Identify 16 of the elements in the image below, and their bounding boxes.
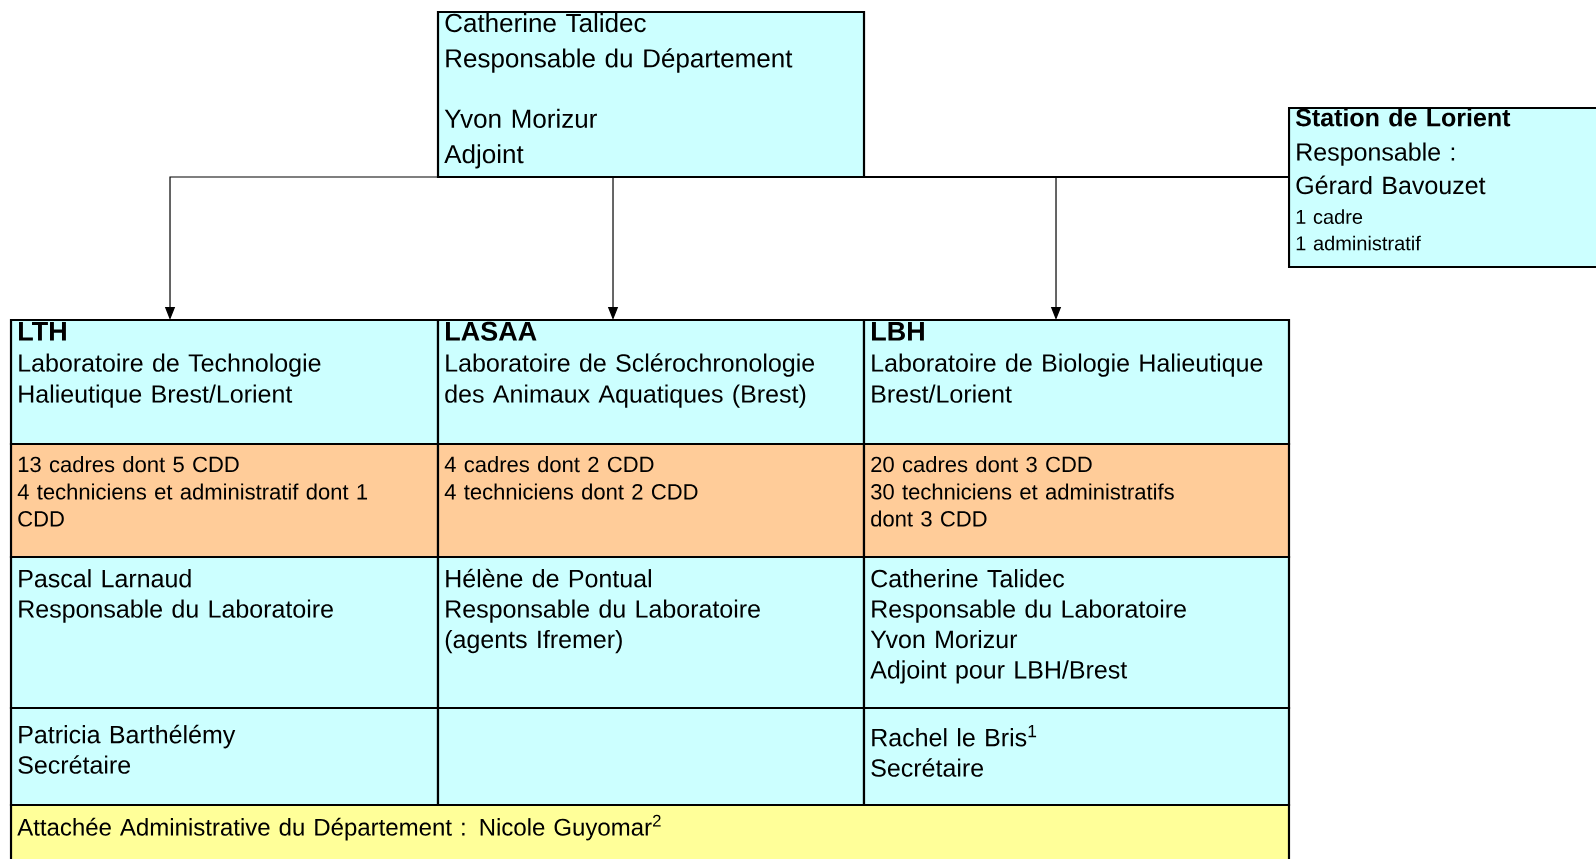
table-cell: Hélène de Pontual Responsable du Laboratoire (agents Ifremer) (436, 555, 866, 710)
table-cell: 20 cadres dont 3 CDD 30 techniciens et administratifs dont 3 CDD (862, 442, 1291, 559)
table-cell: Rachel le Bris$^{1}$ Secrétaire (862, 706, 1291, 807)
table-cell: LASAA Laboratoire de Sclérochronologie des Animaux Aquatiques (Brest) (436, 318, 866, 446)
table-cell: LTH Laboratoire de Technologie Halieutique Brest/Lorient (9, 318, 440, 446)
table-cell: Attachée Administrative du Département : Nicole Guyomar$^{2}$ (9, 803, 1291, 859)
connector-line (863, 176, 1290, 178)
table-cell: Pascal Larnaud Responsable du Laboratoire (9, 555, 440, 710)
table-cell: 13 cadres dont 5 CDD 4 techniciens et administratif dont 1 CDD (9, 442, 440, 559)
org-box: Station de Lorient Responsable : Gérard Bavouzet 1 cadre 1 administratif (1287, 106, 1596, 269)
org-box: Catherine Talidec Responsable du Département Yvon Morizur Adjoint (436, 10, 866, 179)
table-cell: 4 cadres dont 2 CDD 4 techniciens dont 2 CDD (436, 442, 866, 559)
table-cell: Patricia Barthélémy Secrétaire (9, 706, 440, 807)
table-cell (436, 706, 866, 807)
table-cell: Catherine Talidec Responsable du Laboratoire Yvon Morizur Adjoint pour LBH/Brest (862, 555, 1291, 710)
table-cell: LBH Laboratoire de Biologie Halieutique Brest/Lorient (862, 318, 1291, 446)
